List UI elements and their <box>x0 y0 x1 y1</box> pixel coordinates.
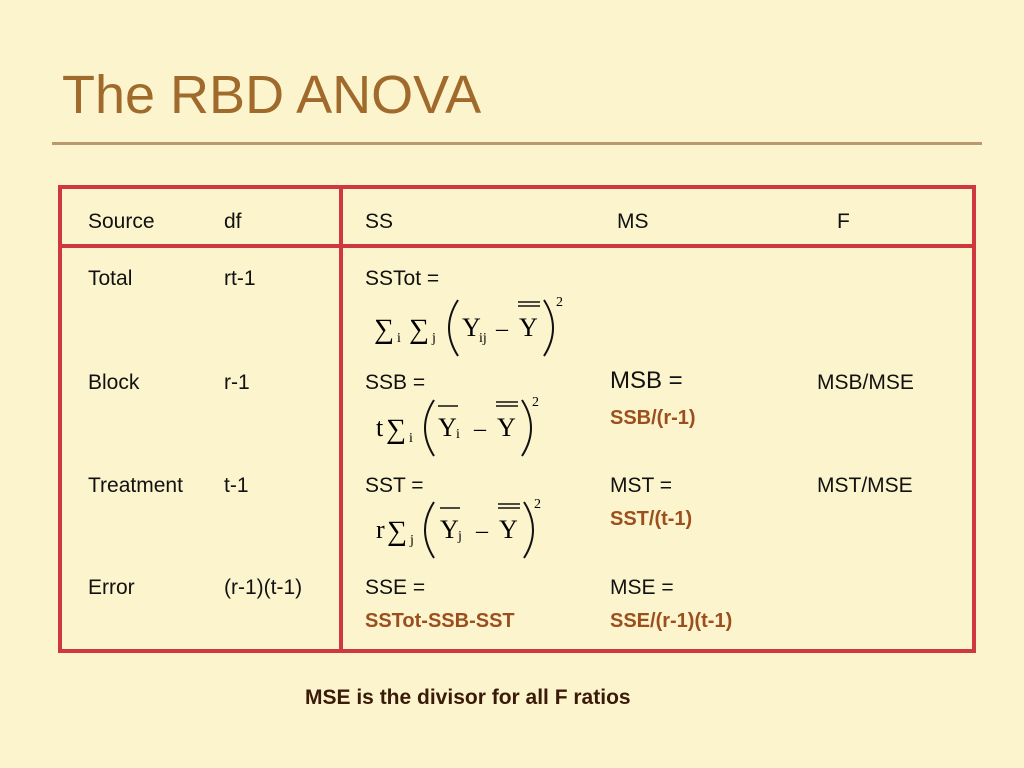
y-symbol: Y <box>440 515 459 544</box>
row-treatment-source: Treatment <box>88 474 183 497</box>
sum-symbol: ∑ <box>374 314 394 345</box>
subscript-j: j <box>431 331 436 346</box>
minus-symbol: – <box>475 518 489 544</box>
subscript-j: j <box>457 529 462 544</box>
y-symbol: Y <box>499 515 518 544</box>
footer-note: MSE is the divisor for all F ratios <box>305 686 631 709</box>
row-block-ss: SSB = <box>365 371 426 394</box>
row-error-ms: MSE = <box>610 576 674 599</box>
subscript-i: i <box>397 331 401 346</box>
row-block-df: r-1 <box>224 371 250 394</box>
row-block-f: MSB/MSE <box>817 371 914 394</box>
header-df: df <box>224 210 242 233</box>
row-treatment-ms-formula: SST/(t-1) <box>610 508 693 530</box>
row-treatment-f: MST/MSE <box>817 474 913 497</box>
header-f: F <box>837 210 850 233</box>
t-symbol: t <box>376 413 384 442</box>
sum-symbol: ∑ <box>409 314 429 345</box>
sum-symbol: ∑ <box>387 516 407 547</box>
minus-symbol: – <box>473 416 487 442</box>
header-ss: SS <box>365 210 394 233</box>
subscript-i: i <box>409 431 413 446</box>
header-divider <box>58 244 976 248</box>
row-total-source: Total <box>88 267 133 290</box>
title-divider <box>52 142 982 145</box>
row-total-ss: SSTot = <box>365 267 440 290</box>
row-error-ss: SSE = <box>365 576 426 599</box>
row-block-ms-formula: SSB/(r-1) <box>610 407 696 429</box>
exponent-2: 2 <box>532 395 539 410</box>
header-source: Source <box>88 210 155 233</box>
subscript-i: i <box>456 427 460 442</box>
row-treatment-ms: MST = <box>610 474 673 497</box>
row-block-ms: MSB = <box>610 367 683 394</box>
minus-symbol: – <box>495 316 509 342</box>
r-symbol: r <box>376 515 385 544</box>
ssb-formula: t ∑ i Y i – Y 2 <box>376 392 566 457</box>
y-symbol: Y <box>438 413 457 442</box>
sstot-formula: ∑ i ∑ j Y ij – Y 2 <box>374 292 574 357</box>
page-title: The RBD ANOVA <box>62 65 482 125</box>
sum-symbol: ∑ <box>386 414 406 445</box>
row-error-source: Error <box>88 576 135 599</box>
exponent-2: 2 <box>556 295 563 310</box>
row-treatment-df: t-1 <box>224 474 249 497</box>
y-symbol: Y <box>519 313 538 342</box>
row-error-ss-formula: SSTot-SSB-SST <box>365 610 515 632</box>
sst-formula: r ∑ j Y j – Y 2 <box>376 494 566 559</box>
row-block-source: Block <box>88 371 140 394</box>
row-error-ms-formula: SSE/(r-1)(t-1) <box>610 610 733 632</box>
row-error-df: (r-1)(t-1) <box>224 576 303 599</box>
row-treatment-ss: SST = <box>365 474 424 497</box>
y-symbol: Y <box>497 413 516 442</box>
y-symbol: Y <box>462 313 481 342</box>
subscript-j: j <box>409 533 414 548</box>
exponent-2: 2 <box>534 497 541 512</box>
header-ms: MS <box>617 210 649 233</box>
row-total-df: rt-1 <box>224 267 256 290</box>
column-divider <box>339 185 343 653</box>
subscript-ij: ij <box>479 331 487 346</box>
anova-table <box>58 185 976 653</box>
